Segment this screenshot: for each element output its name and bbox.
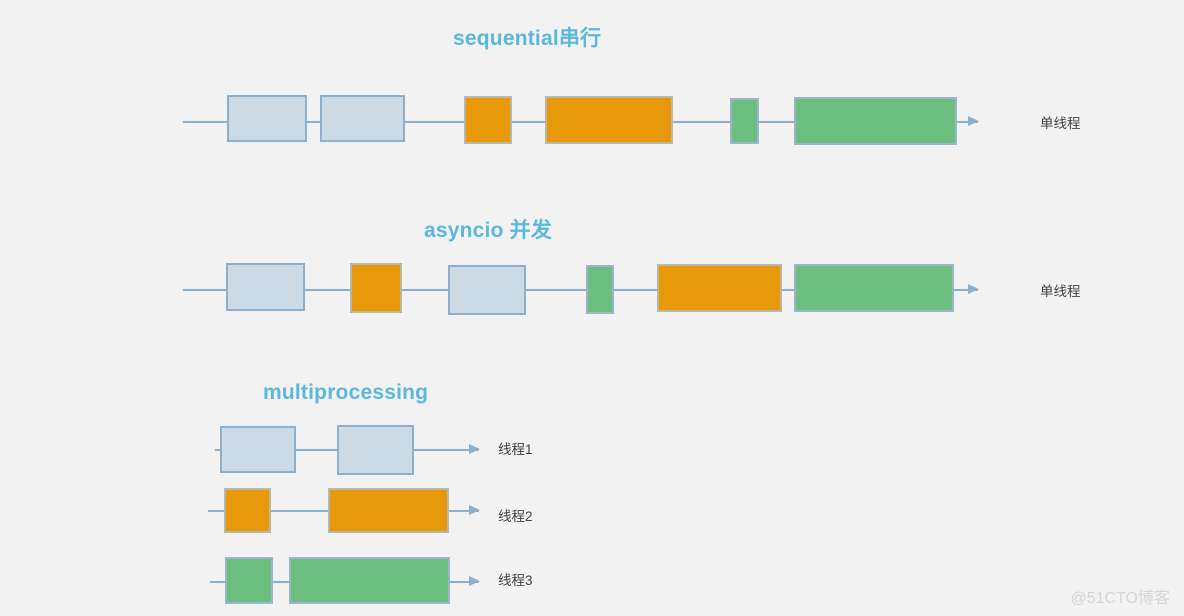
task-block-sequential-thread-5 [730,98,759,144]
section-title-sequential: sequential串行 [453,27,602,50]
watermark: @51CTO博客 [1070,590,1170,607]
task-block-asyncio-thread-5 [657,264,782,312]
section-title-multiprocessing: multiprocessing [263,381,429,404]
task-block-process-thread-3-1 [225,557,273,604]
task-block-sequential-thread-1 [227,95,307,142]
task-block-process-thread-1-2 [337,425,414,475]
row-label-sequential-thread: 单线程 [1040,116,1081,131]
task-block-asyncio-thread-1 [226,263,305,311]
task-block-asyncio-thread-2 [350,263,402,313]
task-block-sequential-thread-2 [320,95,405,142]
task-block-sequential-thread-6 [794,97,957,145]
task-block-process-thread-2-2 [328,488,449,533]
row-label-process-thread-1: 线程1 [498,442,533,457]
row-label-process-thread-2: 线程2 [498,509,533,524]
task-block-asyncio-thread-4 [586,265,614,314]
task-block-process-thread-1-1 [220,426,296,473]
arrow-head-icon-asyncio-thread [968,284,979,294]
task-block-sequential-thread-4 [545,96,673,144]
task-block-sequential-thread-3 [464,96,512,144]
arrow-head-icon-process-thread-3 [469,576,480,586]
arrow-head-icon-process-thread-1 [469,444,480,454]
timeline-axis-asyncio-thread [183,289,978,291]
row-label-process-thread-3: 线程3 [498,573,533,588]
section-title-asyncio: asyncio 并发 [424,219,553,242]
arrow-head-icon-sequential-thread [968,116,979,126]
task-block-asyncio-thread-6 [794,264,954,312]
task-block-process-thread-2-1 [224,488,271,533]
arrow-head-icon-process-thread-2 [469,505,480,515]
task-block-asyncio-thread-3 [448,265,526,315]
task-block-process-thread-3-2 [289,557,450,604]
row-label-asyncio-thread: 单线程 [1040,284,1081,299]
